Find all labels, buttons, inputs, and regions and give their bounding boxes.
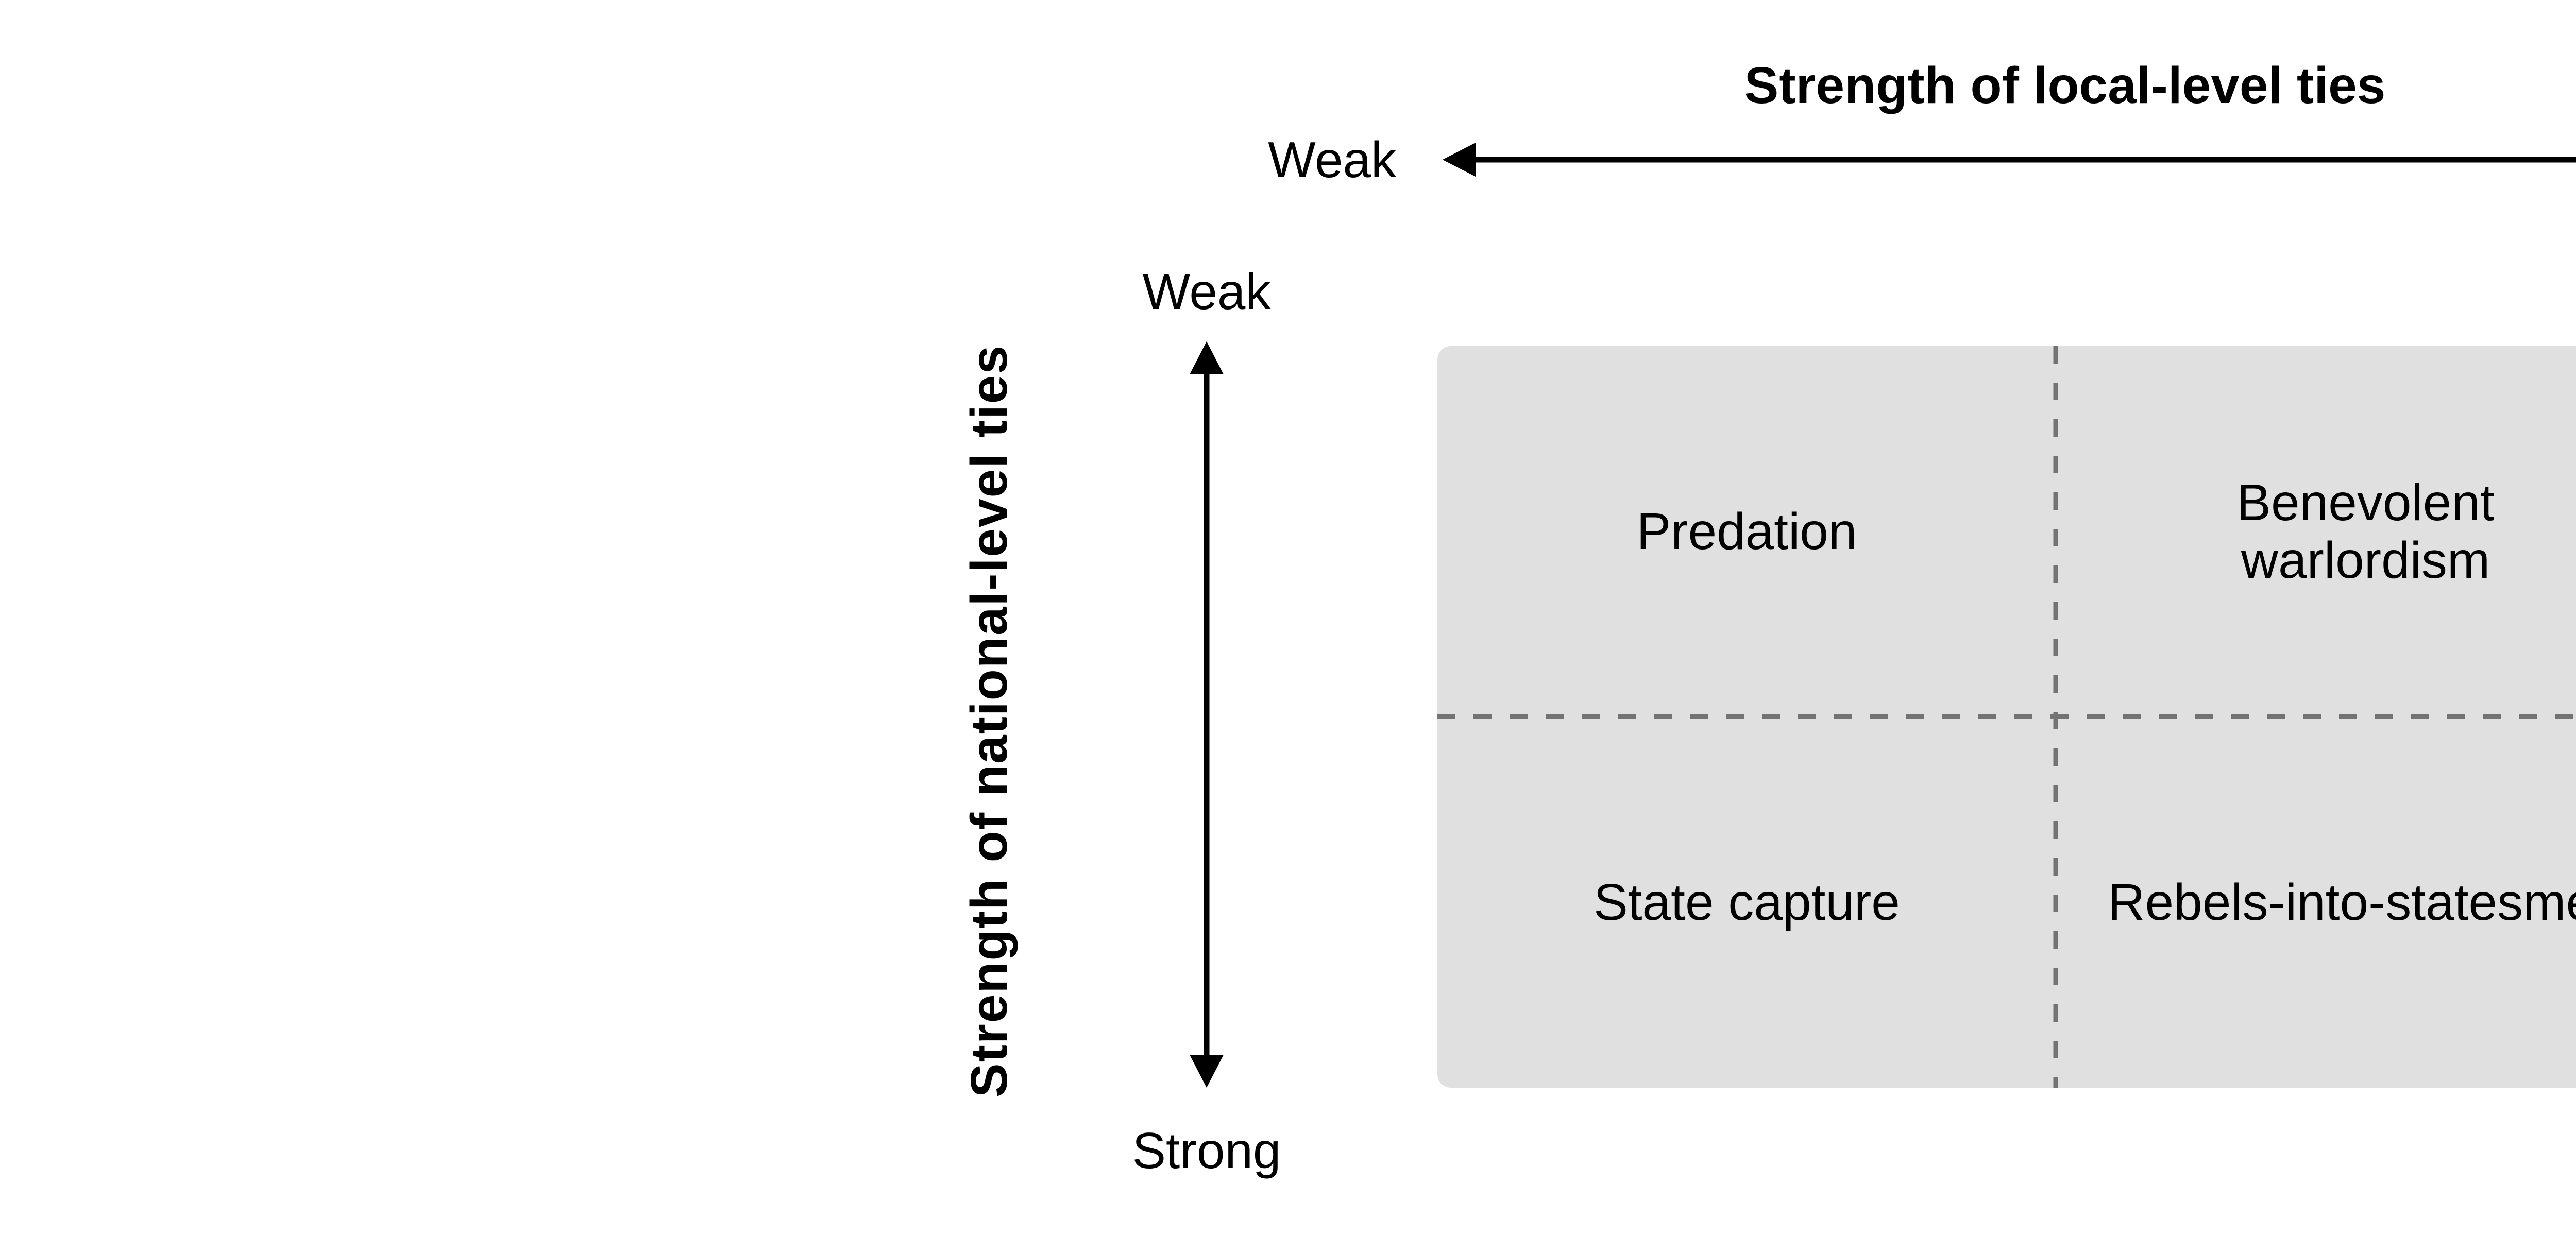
quadrant-label-predation: Predation (1636, 503, 1857, 560)
quadrant-box (1437, 346, 2576, 1088)
quadrant-bottom-right: Rebels-into-statesmen (2056, 717, 2576, 1088)
arrowhead-up-icon (1190, 341, 1224, 374)
x-axis-weak-label: Weak (1268, 131, 1396, 188)
quadrant-labels: Predation Benevolent warlordism State ca… (1437, 346, 2576, 1088)
y-axis-title: Strength of national-level ties (960, 344, 1018, 1098)
y-axis-strong-label: Strong (1132, 1122, 1281, 1179)
quadrant-label-state-capture: State capture (1594, 873, 1900, 931)
y-axis-arrow (1190, 341, 1224, 1088)
arrowhead-left-icon (1443, 143, 1476, 177)
x-axis-title: Strength of local-level ties (1744, 57, 2386, 114)
quadrant-bottom-left: State capture (1437, 717, 2056, 1088)
quadrant-top-left: Predation (1437, 346, 2056, 717)
y-axis-weak-label: Weak (1142, 263, 1271, 320)
arrowhead-down-icon (1190, 1055, 1224, 1088)
quadrant-label-benevolent-warlordism: Benevolent warlordism (2236, 474, 2495, 589)
quadrant-label-rebels-into-statesmen: Rebels-into-statesmen (2108, 873, 2576, 931)
x-axis-arrow (1443, 143, 2576, 177)
quadrant-top-right: Benevolent warlordism (2056, 346, 2576, 717)
